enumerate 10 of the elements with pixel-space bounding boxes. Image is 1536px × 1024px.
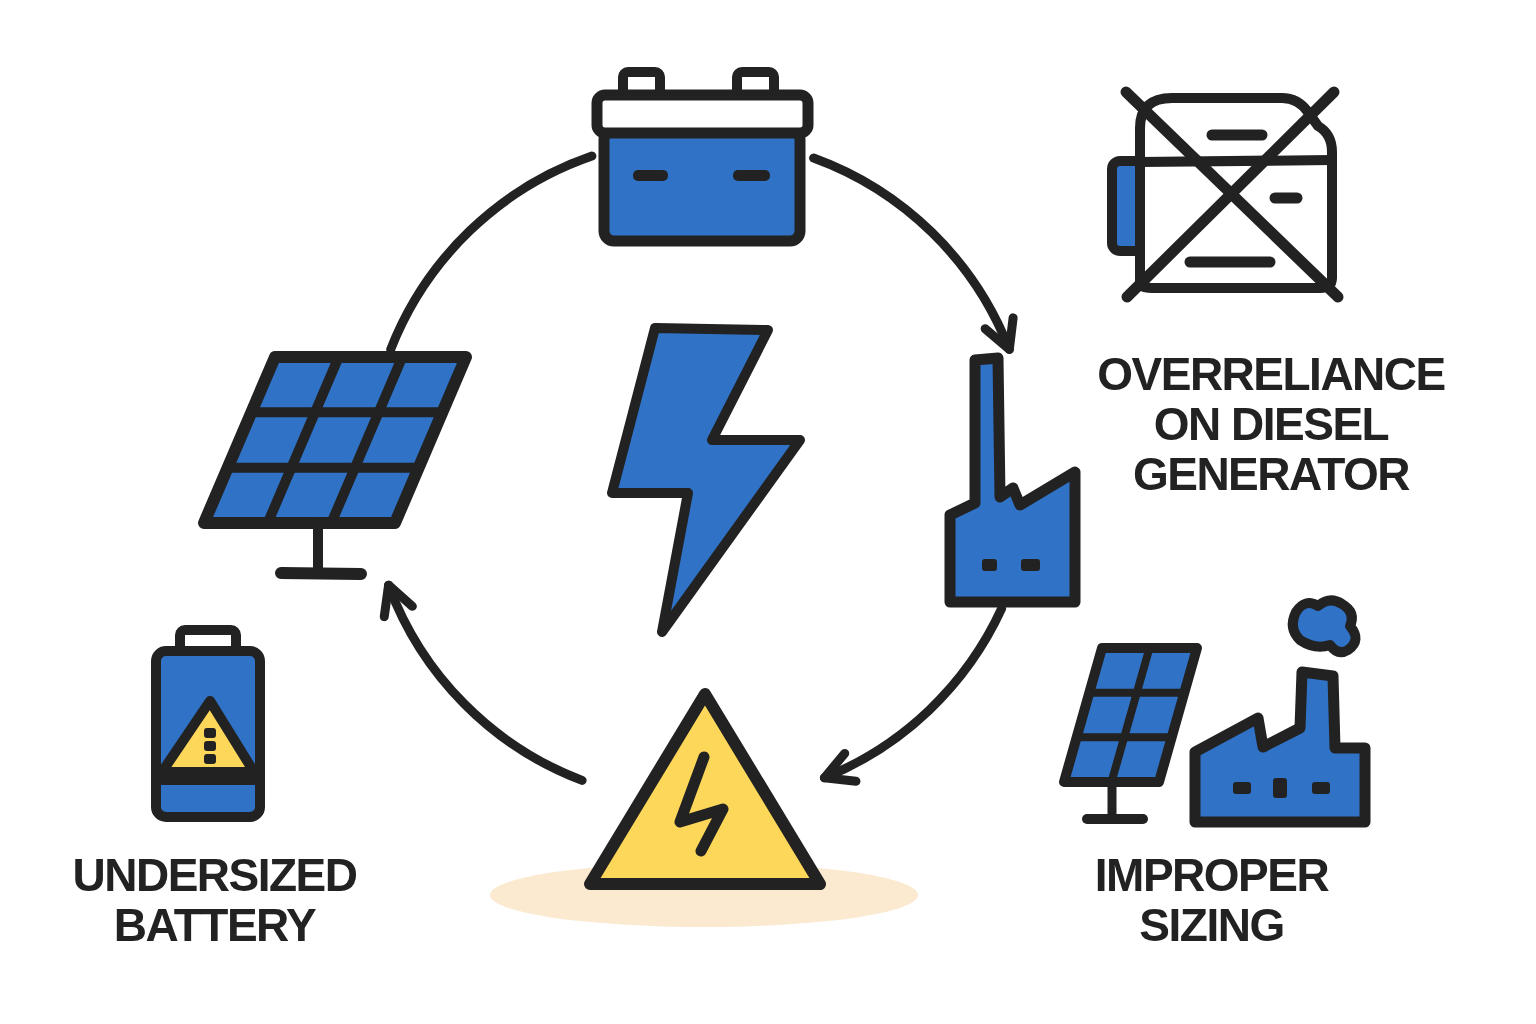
battery-icon: [591, 66, 814, 247]
caption-label: UNDERSIZED BATTERY: [71, 850, 358, 950]
caption-label: OVERRELIANCE ON DIESEL GENERATOR: [1096, 349, 1446, 499]
factory-icon: [944, 352, 1081, 608]
caption-label: IMPROPER SIZING: [1093, 850, 1330, 950]
curved-arrow: [381, 580, 587, 785]
curved-line: [386, 151, 597, 354]
warning-sign-icon: [584, 688, 826, 890]
curved-arrow: [809, 153, 1016, 354]
solar-panel-icon: [197, 350, 473, 582]
